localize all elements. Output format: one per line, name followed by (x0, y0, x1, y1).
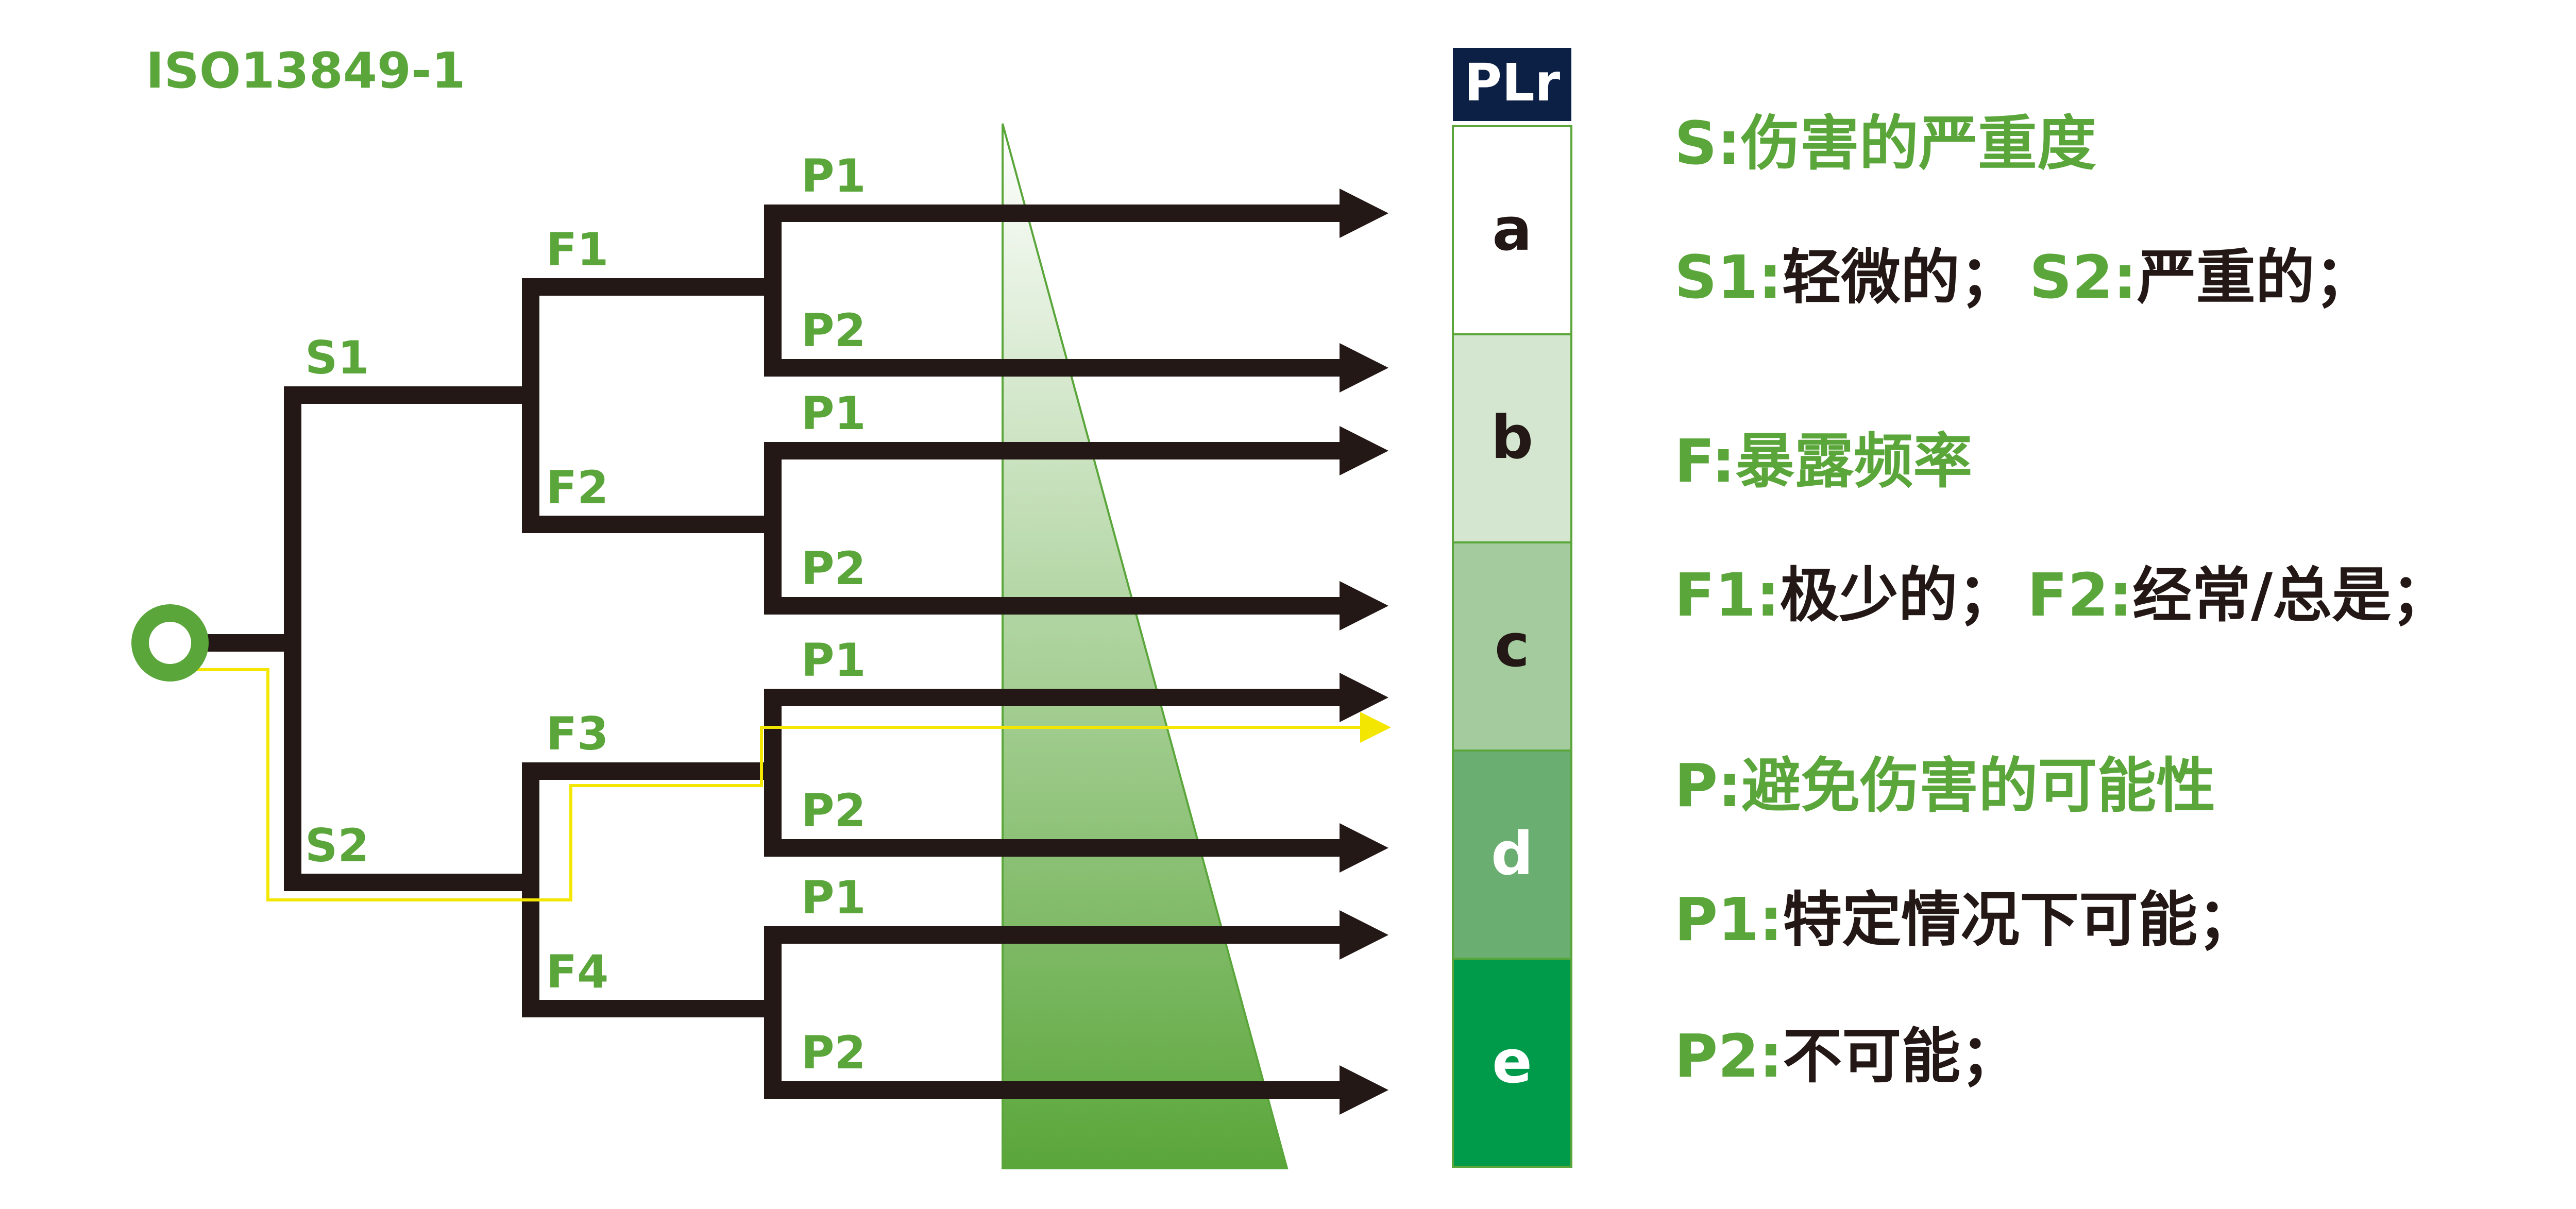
label-p2-3: P2 (801, 784, 866, 837)
plr-level-a: a (1492, 195, 1532, 264)
label-p2-2: P2 (801, 542, 866, 595)
standard-title: ISO13849-1 (146, 43, 466, 99)
legend-s1-code: S1: (1674, 243, 1782, 312)
label-f2: F2 (546, 461, 608, 514)
legend: S:伤害的严重度 S1:轻微的；S2:严重的； F:暴露频率 F1:极少的；F2… (1674, 109, 2450, 1091)
legend-p1-text: 特定情况下可能； (1783, 886, 2257, 955)
legend-p2-text: 不可能； (1783, 1022, 2020, 1091)
legend-f2-code: F2: (2027, 561, 2133, 630)
legend-p2-code: P2: (1674, 1022, 1783, 1091)
arrow-5 (773, 673, 1388, 722)
label-p2-4: P2 (801, 1026, 866, 1079)
legend-s2-code: S2: (2029, 243, 2137, 312)
plr-header-box (1453, 48, 1571, 121)
label-p1-1: P1 (801, 149, 866, 202)
decision-tree-lines (196, 205, 782, 1099)
legend-s1-text: 轻微的； (1782, 243, 2019, 312)
plr-level-c-box (1452, 541, 1572, 752)
label-p2-1: P2 (801, 304, 866, 357)
legend-s-title: S:伤害的严重度 (1674, 109, 2096, 178)
plr-level-e: e (1492, 1028, 1532, 1097)
arrow-8 (773, 1065, 1388, 1115)
plr-column: PLr a b c d e (1452, 48, 1572, 1168)
tree-labels: S1 S2 F1 F2 F3 F4 P1 P2 P1 P2 P1 P2 P1 P… (305, 149, 866, 1079)
legend-p-title: P:避免伤害的可能性 (1674, 752, 2215, 821)
arrow-6 (773, 823, 1388, 873)
output-arrows (773, 189, 1388, 1115)
legend-p1-code: P1: (1674, 886, 1783, 955)
label-p1-4: P1 (801, 871, 866, 924)
arrow-2 (773, 343, 1388, 393)
arrow-4 (773, 581, 1388, 631)
start-node (131, 604, 209, 682)
label-p1-3: P1 (801, 634, 866, 687)
risk-wedge (1002, 123, 1289, 1169)
legend-s-values: S1:轻微的；S2:严重的； (1674, 243, 2374, 312)
legend-f1-code: F1: (1674, 561, 1780, 630)
legend-f-title: F:暴露频率 (1674, 427, 1972, 496)
label-f4: F4 (546, 945, 608, 998)
arrow-1 (773, 189, 1388, 238)
label-s2: S2 (305, 819, 369, 872)
legend-f1-text: 极少的； (1780, 561, 2017, 630)
plr-column-border (1452, 125, 1572, 1168)
label-f3: F3 (546, 707, 608, 760)
label-p1-2: P1 (801, 387, 866, 440)
legend-f2-text: 经常/总是； (2132, 561, 2450, 630)
legend-f-values: F1:极少的；F2:经常/总是； (1674, 561, 2450, 630)
legend-s2-text: 严重的； (2137, 243, 2374, 312)
legend-p1-row: P1:特定情况下可能； (1674, 886, 2257, 955)
label-f1: F1 (546, 223, 608, 276)
example-path (179, 643, 1391, 901)
plr-level-d: d (1491, 820, 1533, 889)
plr-level-b: b (1491, 403, 1533, 472)
arrow-7 (773, 910, 1388, 960)
arrow-3 (773, 426, 1388, 475)
plr-header: PLr (1464, 53, 1561, 113)
legend-p2-row: P2:不可能； (1674, 1022, 2020, 1091)
plr-level-c: c (1495, 611, 1530, 680)
plr-level-e-box (1452, 958, 1572, 1168)
plr-levels: a b c d e (1452, 125, 1572, 1168)
label-s1: S1 (305, 331, 369, 384)
plr-level-a-box (1452, 125, 1572, 335)
plr-level-b-box (1452, 333, 1572, 543)
